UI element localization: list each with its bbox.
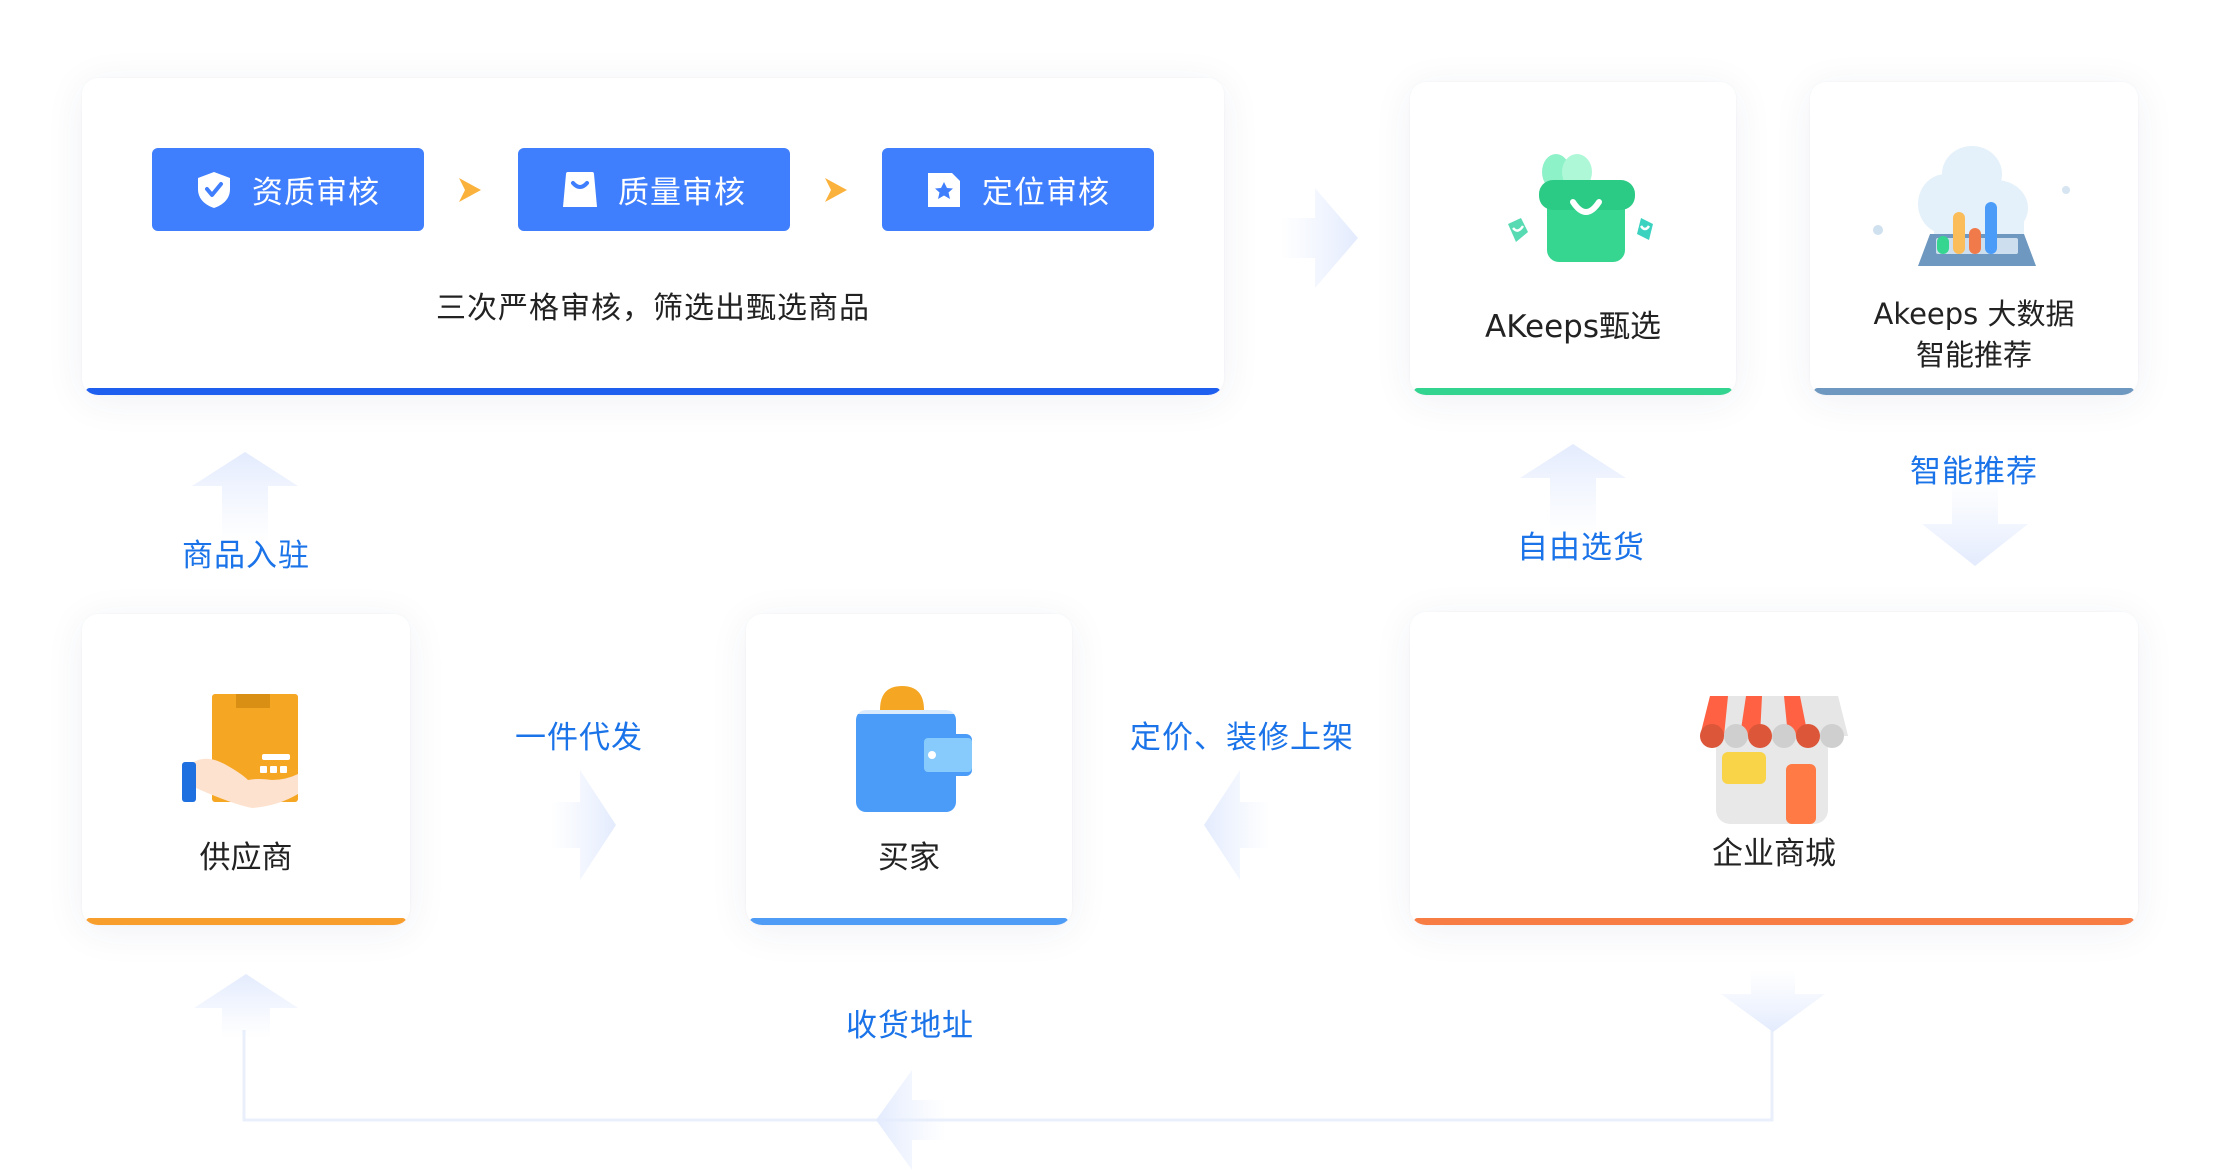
mall-label: 企业商城	[1712, 836, 1836, 872]
wallet-icon	[856, 686, 976, 820]
arrow-up-icon	[192, 452, 298, 542]
chevron-right-icon	[457, 176, 483, 204]
bigdata-label-line2: 智能推荐	[1915, 338, 2032, 372]
arrow-right-icon	[1280, 188, 1358, 288]
supplier-node[interactable]: 供应商	[82, 614, 410, 925]
audit-step-label: 资质审核	[252, 175, 380, 211]
arrow-up-icon	[1520, 444, 1626, 534]
return-path-line	[242, 1030, 1774, 1122]
flow-label-address: 收货地址	[846, 1008, 974, 1044]
green-bag-icon	[1473, 150, 1673, 274]
storefront-icon	[1698, 696, 1850, 830]
arrow-up-icon	[194, 974, 298, 1038]
bigdata-label-line1: Akeeps 大数据	[1873, 297, 2075, 331]
audit-card: 资质审核 质量审核 定位审核 三次严格审核，筛选出甄选商品	[82, 78, 1224, 395]
arrow-down-icon	[1721, 970, 1825, 1032]
akeeps-node[interactable]: AKeeps甄选	[1410, 82, 1736, 395]
audit-card-bar	[86, 388, 1220, 395]
akeeps-bar	[1414, 388, 1732, 395]
audit-step-label: 定位审核	[982, 175, 1110, 211]
flow-label-pricing: 定价、装修上架	[1130, 720, 1354, 756]
shield-check-icon	[196, 171, 232, 209]
arrow-left-icon	[1204, 770, 1270, 880]
bigdata-node[interactable]: Akeeps 大数据 智能推荐	[1810, 82, 2138, 395]
audit-step-label: 质量审核	[618, 175, 746, 211]
audit-caption: 三次严格审核，筛选出甄选商品	[436, 291, 870, 326]
bigdata-bar	[1814, 388, 2134, 395]
cloud-chart-icon	[1854, 138, 2094, 282]
arrow-left-icon	[876, 1070, 946, 1170]
buyer-label: 买家	[878, 840, 940, 876]
chevron-right-icon	[823, 176, 849, 204]
star-document-icon	[926, 171, 962, 209]
box-hand-icon	[182, 694, 302, 818]
arrow-right-icon	[550, 770, 616, 880]
audit-step-positioning[interactable]: 定位审核	[882, 148, 1154, 231]
audit-step-qualification[interactable]: 资质审核	[152, 148, 424, 231]
supplier-label: 供应商	[199, 840, 293, 876]
shopping-bag-icon	[562, 171, 598, 209]
mall-bar	[1414, 918, 2134, 925]
akeeps-label: AKeeps甄选	[1485, 309, 1661, 345]
buyer-node[interactable]: 买家	[746, 614, 1072, 925]
flow-label-listing: 商品入驻	[182, 538, 310, 574]
mall-node[interactable]: 企业商城	[1410, 612, 2138, 925]
flow-label-dropship: 一件代发	[515, 720, 643, 756]
flow-label-free-pick: 自由选货	[1517, 530, 1645, 566]
arrow-down-icon	[1922, 480, 2028, 566]
audit-step-quality[interactable]: 质量审核	[518, 148, 790, 231]
supplier-bar	[86, 918, 406, 925]
buyer-bar	[750, 918, 1068, 925]
